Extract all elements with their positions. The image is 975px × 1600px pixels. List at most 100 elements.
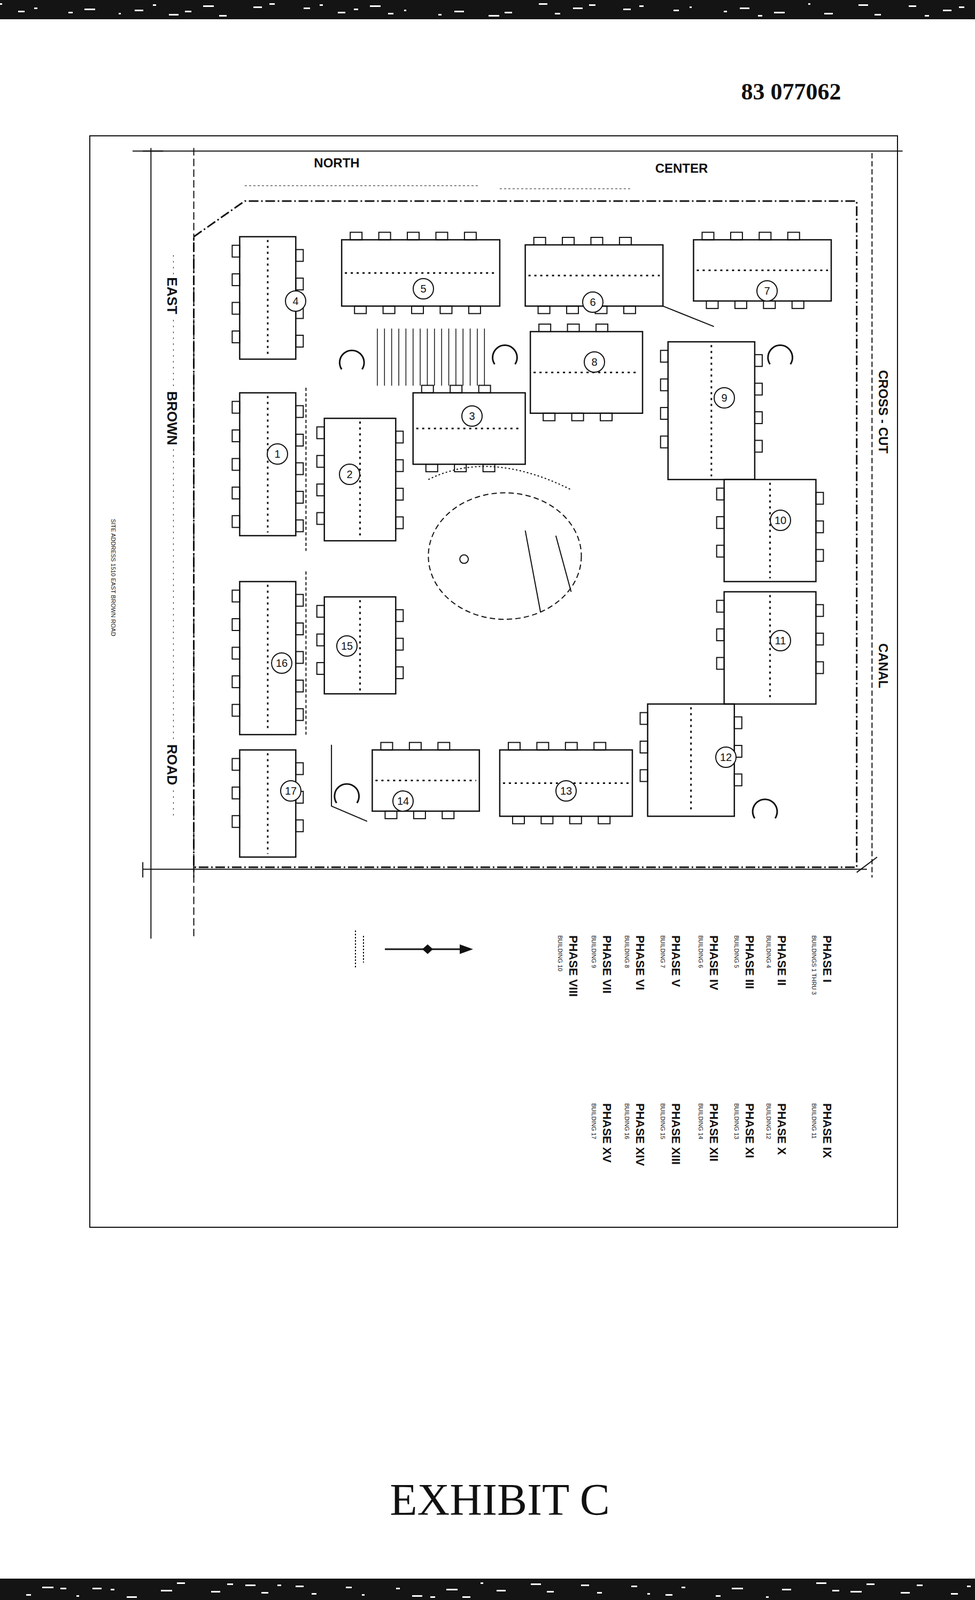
scan-speck bbox=[134, 9, 144, 12]
unit-divider bbox=[533, 371, 640, 374]
unit-bump bbox=[815, 549, 824, 562]
scan-speck bbox=[319, 4, 323, 6]
unit-bump bbox=[450, 385, 462, 393]
unit-divider bbox=[710, 344, 713, 477]
scan-speck bbox=[554, 12, 561, 15]
unit-bump bbox=[231, 330, 240, 343]
scan-speck bbox=[227, 1582, 234, 1585]
building-number-circle: 9 bbox=[713, 387, 735, 409]
road-line bbox=[142, 150, 903, 152]
parking-stall bbox=[462, 328, 464, 386]
scan-speck bbox=[412, 1594, 423, 1597]
unit-bump bbox=[316, 633, 325, 646]
unit-bump bbox=[619, 237, 632, 245]
dimension-tick bbox=[132, 150, 164, 152]
phase-label: PHASE VI bbox=[632, 933, 647, 992]
walkway bbox=[305, 570, 307, 734]
scan-speck bbox=[295, 1584, 304, 1587]
unit-bump bbox=[569, 815, 582, 824]
unit-bump bbox=[231, 815, 240, 827]
unit-bump bbox=[734, 300, 747, 309]
unit-bump bbox=[763, 300, 776, 309]
building-number-circle: 15 bbox=[336, 635, 358, 657]
scan-speck bbox=[908, 5, 917, 7]
building-number: 11 bbox=[775, 635, 787, 646]
unit-bump bbox=[231, 458, 240, 470]
building-number: 9 bbox=[721, 392, 727, 404]
scan-speck bbox=[92, 1587, 102, 1589]
scan-speck bbox=[152, 4, 157, 6]
building-number-circle: 4 bbox=[284, 290, 307, 312]
unit-bump bbox=[295, 277, 304, 290]
phase-label: PHASE XII bbox=[706, 1101, 721, 1163]
scan-speck bbox=[689, 6, 692, 9]
building-outline bbox=[530, 331, 643, 414]
unit-bump bbox=[316, 455, 325, 468]
scan-speck bbox=[623, 8, 631, 11]
scan-speck bbox=[168, 13, 179, 16]
scan-speck bbox=[757, 14, 763, 17]
scan-speck bbox=[573, 7, 583, 10]
unit-bump bbox=[478, 385, 491, 393]
building-number: 4 bbox=[292, 295, 299, 307]
phase-label: PHASE XI bbox=[742, 1101, 757, 1160]
unit-bump bbox=[716, 628, 725, 641]
unit-bump bbox=[730, 231, 743, 240]
unit-bump bbox=[660, 435, 669, 448]
scan-speck bbox=[68, 11, 73, 14]
unit-bump bbox=[623, 305, 636, 314]
building-number: 10 bbox=[774, 514, 787, 526]
unit-divider bbox=[359, 599, 361, 691]
parking-stall bbox=[469, 328, 471, 386]
unit-bump bbox=[562, 237, 575, 245]
scan-speck bbox=[110, 1588, 115, 1590]
scan-speck bbox=[361, 1593, 365, 1596]
scan-speck bbox=[388, 12, 394, 15]
unit-divider bbox=[344, 272, 497, 274]
dimension-tick bbox=[142, 861, 144, 878]
unit-bump bbox=[571, 413, 584, 421]
unit-bump bbox=[590, 237, 603, 245]
unit-bump bbox=[407, 231, 420, 240]
unit-divider bbox=[769, 482, 771, 579]
dimension-tick bbox=[856, 856, 878, 873]
site-label: CROSS - CUT bbox=[875, 368, 891, 455]
unit-divider bbox=[266, 240, 269, 357]
building-number-circle: 1 bbox=[266, 443, 289, 465]
scan-speck bbox=[488, 14, 500, 17]
scan-speck bbox=[538, 3, 548, 5]
unit-bump bbox=[754, 411, 763, 424]
parking-stall bbox=[434, 328, 436, 386]
unit-bump bbox=[596, 323, 608, 332]
unit-bump bbox=[598, 815, 610, 824]
unit-bump bbox=[231, 646, 240, 659]
unit-bump bbox=[316, 426, 325, 439]
unit-divider bbox=[416, 427, 523, 430]
site-label: BROWN bbox=[164, 389, 181, 447]
building-number: 7 bbox=[763, 285, 770, 297]
scan-speck bbox=[245, 1583, 256, 1586]
unit-bump bbox=[512, 815, 525, 824]
phase-label: PHASE XV bbox=[599, 1101, 614, 1164]
scan-speck bbox=[353, 8, 359, 11]
phase-label: PHASE VIII bbox=[566, 933, 580, 998]
unit-bump bbox=[787, 231, 800, 240]
building-number-circle: 8 bbox=[583, 351, 606, 373]
unit-bump bbox=[395, 488, 404, 500]
scan-speck bbox=[76, 1594, 80, 1597]
unit-bump bbox=[660, 350, 669, 362]
unit-bump bbox=[231, 757, 240, 770]
scan-speck bbox=[715, 1594, 721, 1597]
scan-speck bbox=[176, 1581, 185, 1584]
scan-speck bbox=[430, 1595, 436, 1598]
walkway bbox=[662, 305, 714, 327]
building-number: 14 bbox=[397, 795, 409, 807]
unit-bump bbox=[295, 462, 304, 475]
unit-bump bbox=[295, 819, 304, 832]
unit-bump bbox=[716, 600, 725, 613]
unit-divider bbox=[769, 594, 771, 701]
unit-bump bbox=[231, 515, 240, 528]
site-label: CENTER bbox=[653, 160, 710, 176]
building-outline bbox=[341, 239, 500, 306]
site-label: NORTH bbox=[312, 155, 361, 171]
